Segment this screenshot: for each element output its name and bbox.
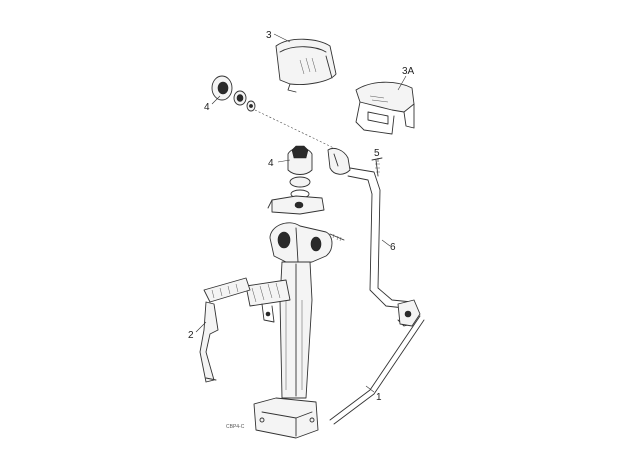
part-5-bolt (371, 157, 383, 177)
linkage-rod-edge (333, 319, 425, 425)
side-bolt (329, 233, 345, 242)
part-6-shift-rod (347, 167, 421, 327)
callout-5: 5 (374, 148, 380, 159)
callout-4-center: 4 (268, 158, 274, 169)
alignment-line (254, 109, 339, 151)
mount-bracket-plate (267, 195, 325, 215)
callout-4-upper: 4 (204, 102, 210, 113)
callout-3: 3 (266, 30, 272, 41)
part-1-pedestal (245, 222, 333, 439)
part-2-pedal-lever (199, 277, 251, 383)
callout-leaders (195, 33, 407, 393)
shift-tube-connector (327, 147, 351, 175)
callout-2: 2 (188, 330, 194, 341)
figure-reference-code: CBP4-C (226, 424, 245, 430)
part-3-cover (275, 38, 337, 93)
callout-1: 1 (376, 392, 382, 403)
part-3a-bracket (355, 81, 415, 135)
callout-3a: 3A (402, 66, 415, 77)
linkage-rod (329, 315, 421, 421)
part-4-upper-mount (211, 75, 256, 112)
part-4-center-mount (287, 145, 313, 199)
callout-6: 6 (390, 242, 396, 253)
